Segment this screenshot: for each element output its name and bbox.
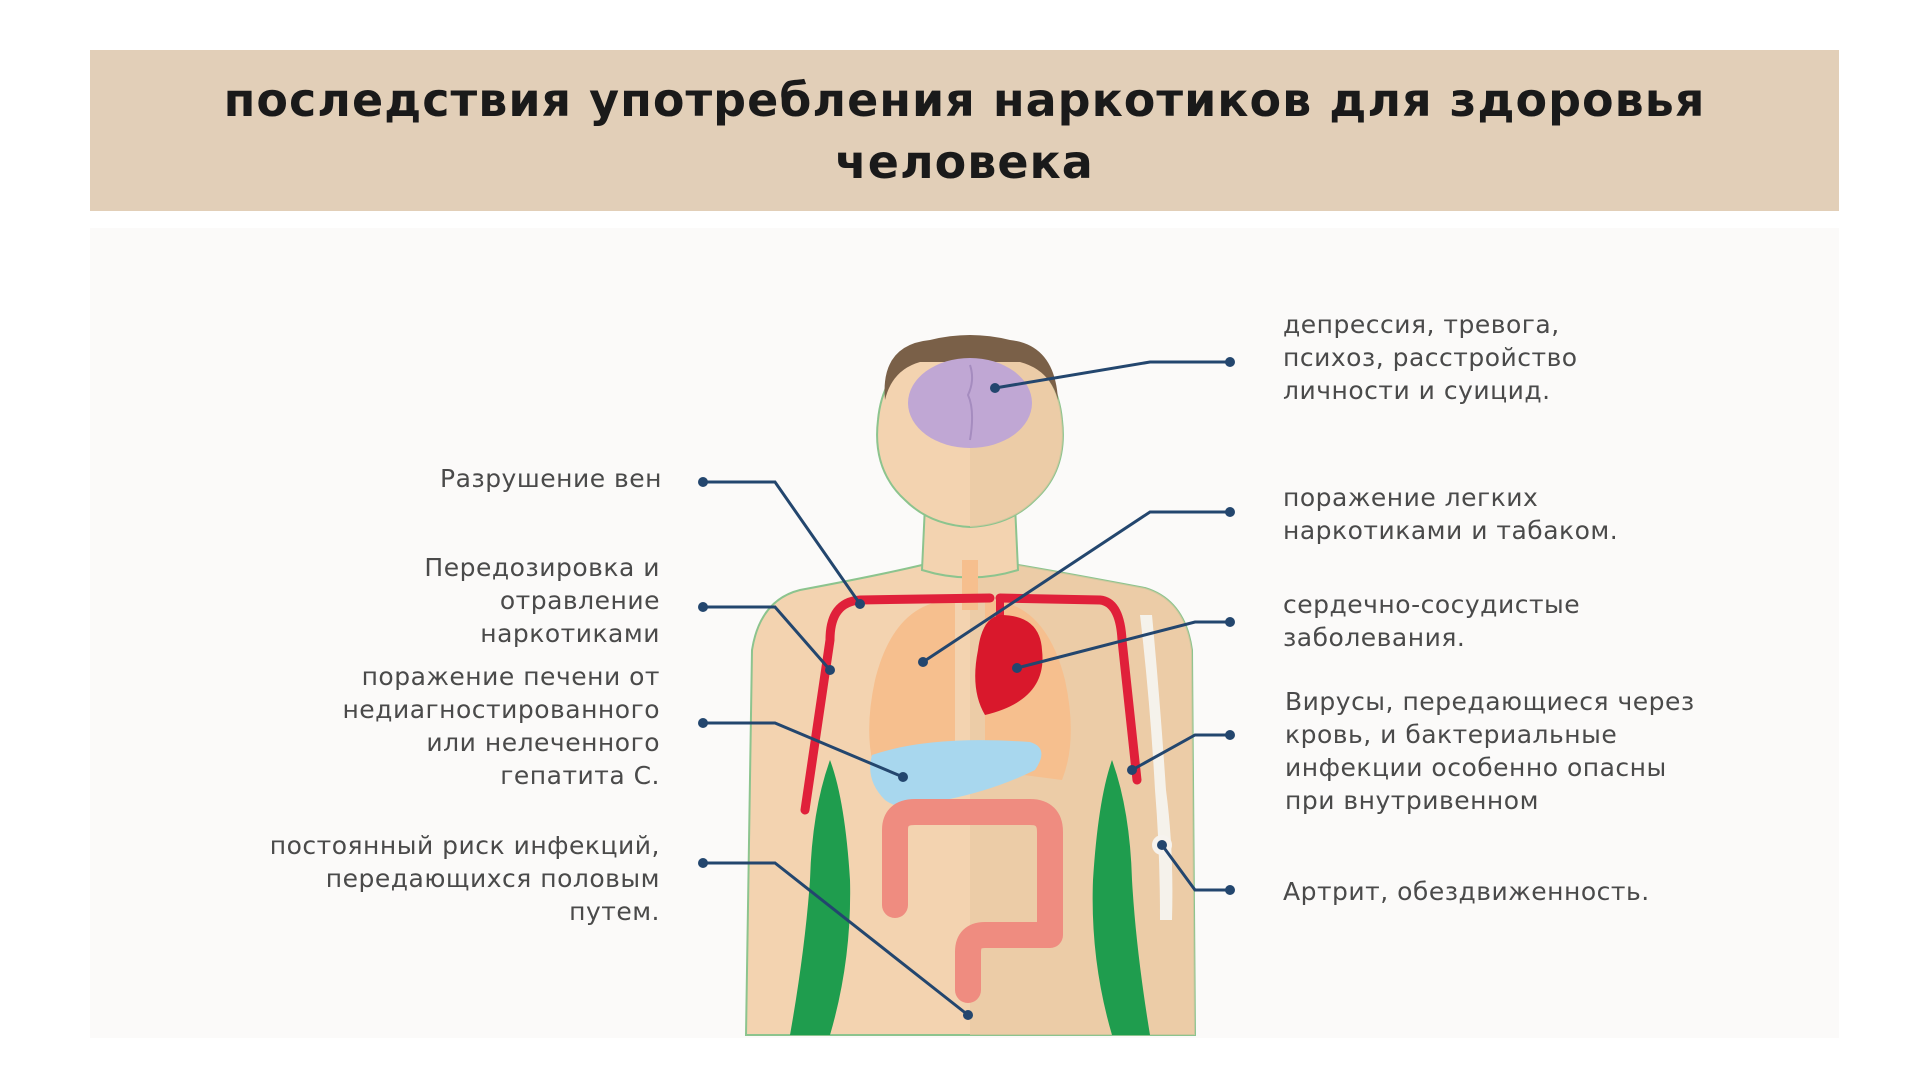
heart-shape [975, 615, 1043, 715]
title-banner: последствия употребления наркотиков для … [90, 50, 1839, 211]
liver-shape [870, 740, 1042, 808]
lung-left [869, 600, 955, 780]
label-heart: сердечно-сосудистые заболевания. [1283, 590, 1581, 652]
label-joints: Артрит, обездвиженность. [1283, 877, 1650, 906]
muscle-right [1092, 760, 1150, 1035]
leader-lines-left [703, 480, 969, 1017]
label-liver: поражение печени от недиагностированного… [342, 662, 660, 790]
label-std: постоянный риск инфекций, передающихся п… [269, 831, 660, 926]
label-brain: депрессия, тревога, психоз, расстройство… [1283, 310, 1578, 405]
page-title: последствия употребления наркотиков для … [223, 72, 1706, 189]
brain-fold [966, 364, 974, 441]
label-veins: Разрушение вен [440, 464, 662, 493]
hair-shape [884, 335, 1058, 400]
intestine-shape [882, 799, 1063, 1003]
leader-dots [698, 357, 1235, 1020]
label-lungs: поражение легких наркотиками и табаком. [1283, 483, 1619, 545]
leader-lines-right [922, 360, 1230, 892]
label-overdose: Передозировка и отравление наркотиками [424, 553, 660, 648]
label-viruses: Вирусы, передающиеся через кровь, и бакт… [1285, 687, 1695, 815]
